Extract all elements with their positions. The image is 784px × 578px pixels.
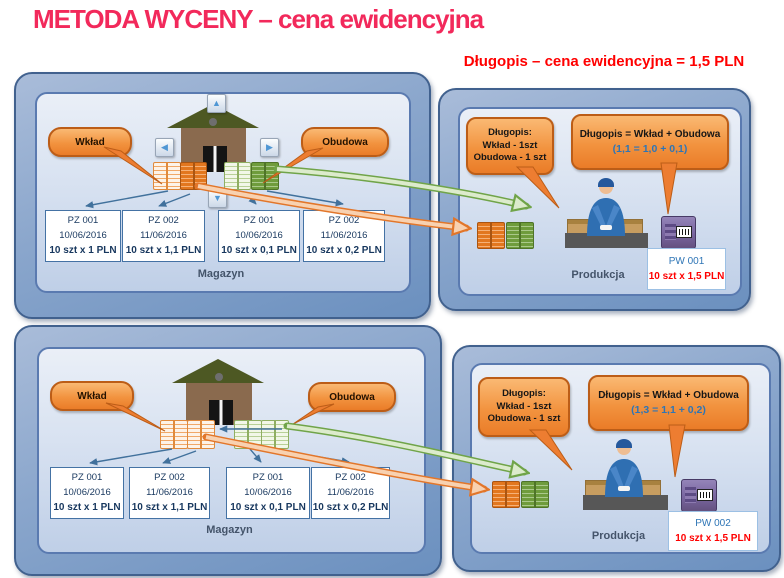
pw-document: PW 002 10 szt x 1,5 PLN xyxy=(668,511,758,551)
pz-id: PZ 002 xyxy=(328,215,360,227)
printer-machine-icon xyxy=(681,479,717,512)
crate-obudowa-solid-icon xyxy=(251,162,279,190)
pz-document: PZ 001 10/06/2016 10 szt x 1 PLN xyxy=(50,467,124,519)
pz-id: PZ 002 xyxy=(335,472,366,484)
worker-icon xyxy=(605,439,643,497)
pz-id: PZ 001 xyxy=(252,472,284,484)
formula-line: Długopis = Wkład + Obudowa xyxy=(598,390,739,402)
house-vent-icon xyxy=(209,118,217,126)
magazyn-bottom-caption: Magazyn xyxy=(206,524,253,536)
formula-line: Długopis = Wkład + Obudowa xyxy=(579,129,721,141)
recipe-line: Obudowa - 1 szt xyxy=(487,413,561,425)
house-vent-icon xyxy=(215,373,223,381)
pz-document: PZ 001 10/06/2016 10 szt x 0,1 PLN xyxy=(218,210,300,262)
pz-id: PZ 001 xyxy=(67,215,99,227)
crate-wklad-solid-icon xyxy=(492,481,520,508)
worker-icon xyxy=(587,178,625,236)
pw-qty: 10 szt x 1,5 PLN xyxy=(648,271,725,282)
printer-machine-icon xyxy=(661,216,696,249)
pz-id: PZ 002 xyxy=(148,215,179,227)
nav-left-button[interactable]: ◀ xyxy=(155,138,174,157)
nav-up-button[interactable]: ▲ xyxy=(207,94,226,113)
pz-id: PZ 001 xyxy=(71,472,103,484)
recipe-line: Wkład - 1szt xyxy=(482,139,538,151)
formula-value: (1,1 = 1,0 + 0,1) xyxy=(612,142,688,155)
pz-document: PZ 002 11/06/2016 10 szt x 1,1 PLN xyxy=(122,210,205,262)
pz-document: PZ 002 11/06/2016 10 szt x 1,1 PLN xyxy=(129,467,210,519)
pz-qty: 10 szt x 1 PLN xyxy=(49,244,117,256)
house-door-icon xyxy=(203,146,227,172)
pz-date: 10/06/2016 xyxy=(244,486,292,498)
pz-qty: 10 szt x 0,1 PLN xyxy=(230,501,306,513)
pw-document: PW 001 10 szt x 1,5 PLN xyxy=(647,248,726,290)
crate-obudowa-solid-icon xyxy=(521,481,549,508)
wklad-label: Wkład xyxy=(50,381,134,411)
pz-document: PZ 001 10/06/2016 10 szt x 1 PLN xyxy=(45,210,121,262)
subtitle-price: Długopis – cena ewidencyjna = 1,5 PLN xyxy=(463,53,745,70)
recipe-line: Długopis: xyxy=(502,387,546,399)
crate-obudowa-light-icon xyxy=(234,420,262,449)
pz-date: 11/06/2016 xyxy=(327,486,374,498)
pz-qty: 10 szt x 1,1 PLN xyxy=(125,244,202,256)
formula-value: (1,3 = 1,1 + 0,2) xyxy=(631,403,706,416)
nav-down-button[interactable]: ▼ xyxy=(208,189,227,208)
pz-qty: 10 szt x 1 PLN xyxy=(53,501,121,513)
pz-id: PZ 001 xyxy=(243,215,275,227)
pz-document: PZ 002 11/06/2016 10 szt x 0,2 PLN xyxy=(311,467,390,519)
produkcja-top-caption: Produkcja xyxy=(571,269,625,281)
pw-id: PW 001 xyxy=(668,256,705,267)
pz-document: PZ 001 10/06/2016 10 szt x 0,1 PLN xyxy=(226,467,310,519)
formula-bubble: Długopis = Wkład + Obudowa (1,3 = 1,1 + … xyxy=(588,375,749,431)
nav-right-button[interactable]: ▶ xyxy=(260,138,279,157)
crate-wklad-light-icon xyxy=(160,420,188,449)
crate-obudowa-light-icon xyxy=(224,162,251,190)
recipe-line: Wkład - 1szt xyxy=(496,400,552,412)
crate-wklad-light-icon xyxy=(153,162,181,190)
pz-qty: 10 szt x 1,1 PLN xyxy=(131,501,208,513)
recipe-line: Obudowa - 1 szt xyxy=(473,152,547,164)
crate-wklad-light-icon xyxy=(187,420,215,449)
worktable-icon xyxy=(565,233,648,248)
magazyn-top-caption: Magazyn xyxy=(197,268,245,280)
pz-date: 11/06/2016 xyxy=(320,229,368,241)
obudowa-label: Obudowa xyxy=(308,382,396,412)
pz-document: PZ 002 11/06/2016 10 szt x 0,2 PLN xyxy=(303,210,385,262)
wklad-label: Wkład xyxy=(48,127,132,157)
crate-obudowa-solid-icon xyxy=(506,222,534,249)
pz-date: 10/06/2016 xyxy=(63,486,111,498)
pz-date: 10/06/2016 xyxy=(59,229,107,241)
pz-date: 11/06/2016 xyxy=(140,229,187,241)
pz-date: 11/06/2016 xyxy=(146,486,193,498)
crate-wklad-solid-icon xyxy=(477,222,505,249)
crate-wklad-solid-icon xyxy=(180,162,207,190)
pz-qty: 10 szt x 0,2 PLN xyxy=(312,501,389,513)
pz-id: PZ 002 xyxy=(154,472,185,484)
recipe-bubble: Długopis: Wkład - 1szt Obudowa - 1 szt xyxy=(466,117,554,175)
barcode-label-icon xyxy=(697,489,713,501)
obudowa-label: Obudowa xyxy=(301,127,389,157)
page-title: METODA WYCENY – cena ewidencyjna xyxy=(33,4,484,34)
pw-id: PW 002 xyxy=(695,518,731,529)
formula-bubble: Długopis = Wkład + Obudowa (1,1 = 1,0 + … xyxy=(571,114,729,170)
pz-qty: 10 szt x 0,2 PLN xyxy=(306,244,382,256)
pz-qty: 10 szt x 0,1 PLN xyxy=(221,244,297,256)
barcode-label-icon xyxy=(676,226,692,238)
worktable-icon xyxy=(583,495,668,510)
produkcja-bottom-caption: Produkcja xyxy=(591,530,646,542)
crate-obudowa-light-icon xyxy=(261,420,289,449)
recipe-line: Długopis: xyxy=(488,126,532,138)
recipe-bubble: Długopis: Wkład - 1szt Obudowa - 1 szt xyxy=(478,377,570,437)
pz-date: 10/06/2016 xyxy=(235,229,283,241)
pw-qty: 10 szt x 1,5 PLN xyxy=(675,533,751,544)
